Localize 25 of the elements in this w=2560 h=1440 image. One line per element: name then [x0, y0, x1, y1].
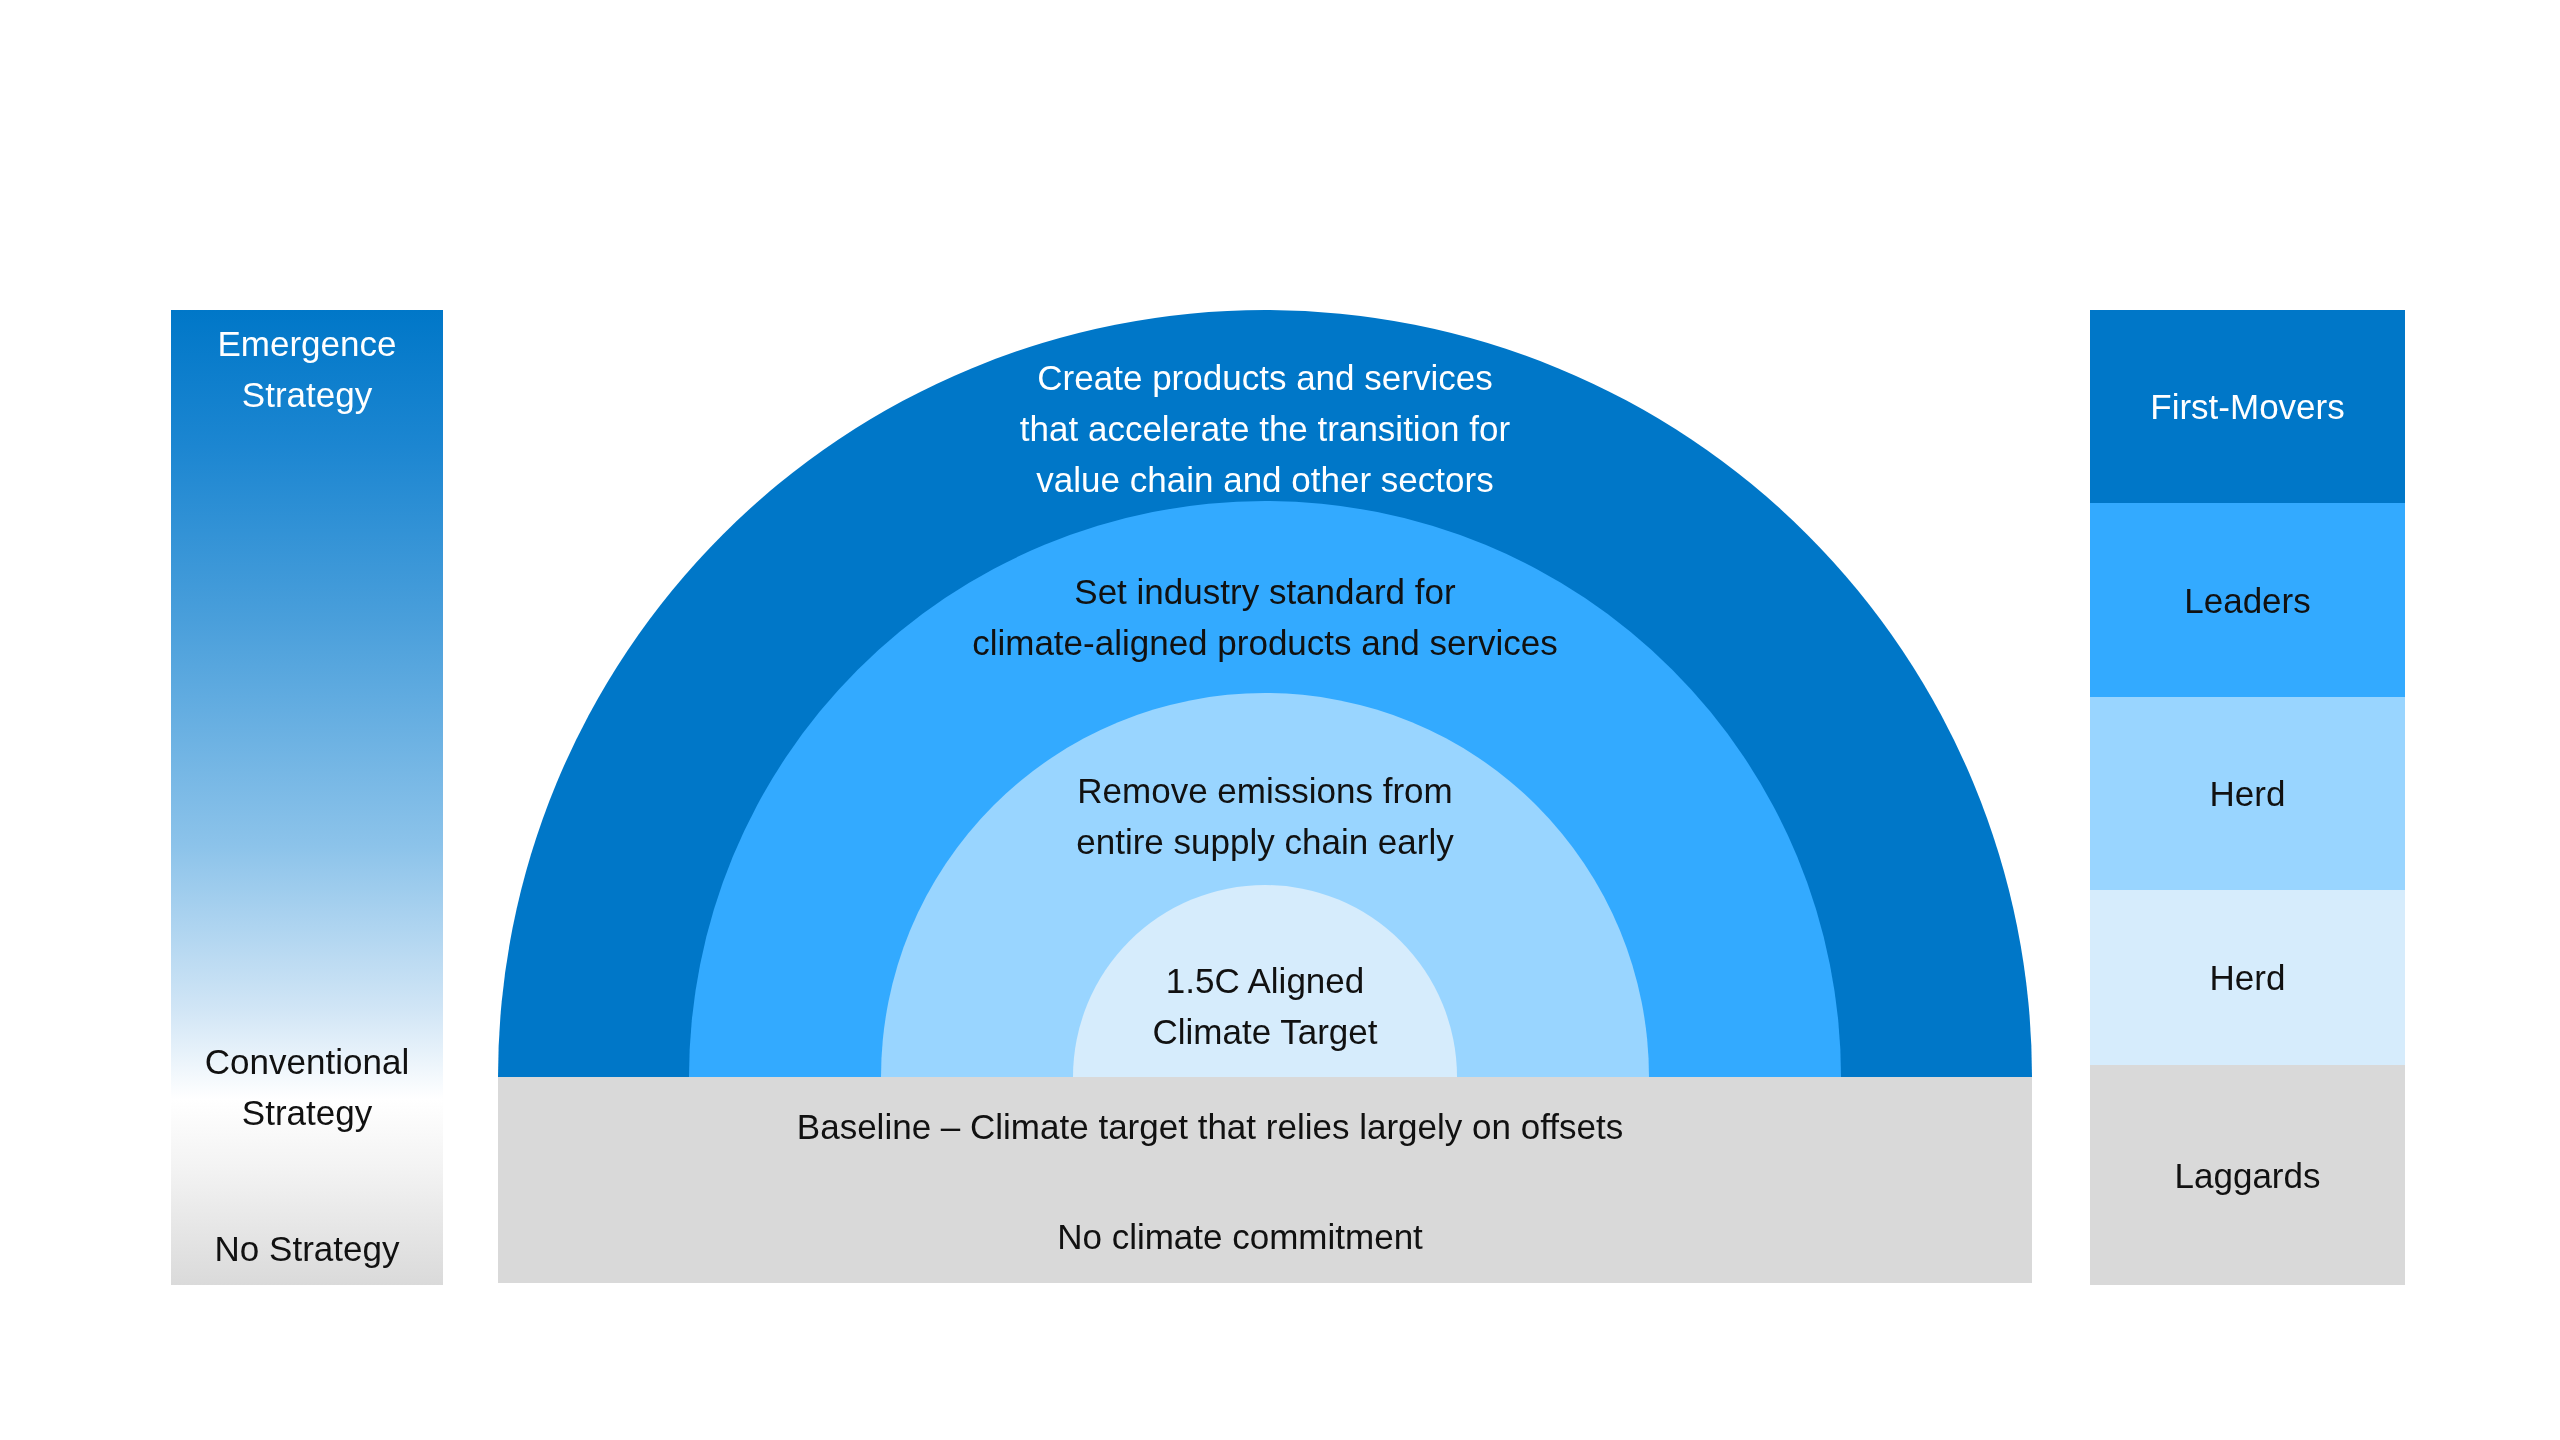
ring-label: Create products and services that accelerate the transition for value chain and other sectors	[1018, 357, 1512, 501]
strategy-label: Emergence Strategy	[216, 323, 398, 416]
ring-label: 1.5C Aligned Climate Target	[1151, 960, 1379, 1053]
ring-label: Set industry standard for climate-aligned products and services	[971, 571, 1559, 664]
tier-label: Laggards	[2174, 1154, 2321, 1197]
tier-label: First-Movers	[2150, 386, 2345, 428]
tier-box	[2090, 503, 2405, 697]
semicircle	[1073, 885, 1457, 1077]
tier-box	[2090, 697, 2405, 890]
strategy-label: Conventional Strategy	[203, 1041, 411, 1134]
strategy-label: No Strategy	[213, 1228, 401, 1270]
semicircle	[689, 501, 1841, 1077]
tier-box	[2090, 1065, 2405, 1285]
tier-label: Leaders	[2184, 579, 2311, 622]
tier-box	[2090, 890, 2405, 1065]
band-label: No climate commitment	[1056, 1216, 1424, 1258]
tier-label: Herd	[2209, 957, 2286, 999]
tier-box	[2090, 310, 2405, 503]
semicircle	[881, 693, 1649, 1077]
gradient-bar	[171, 310, 443, 1285]
band-label: Baseline – Climate target that relies largely on offsets	[795, 1106, 1625, 1148]
tier-label: Herd	[2209, 773, 2286, 815]
semicircle	[498, 310, 2032, 1077]
ring-label: Remove emissions from entire supply chain early	[1075, 770, 1455, 863]
baseline-band	[498, 1077, 2032, 1283]
